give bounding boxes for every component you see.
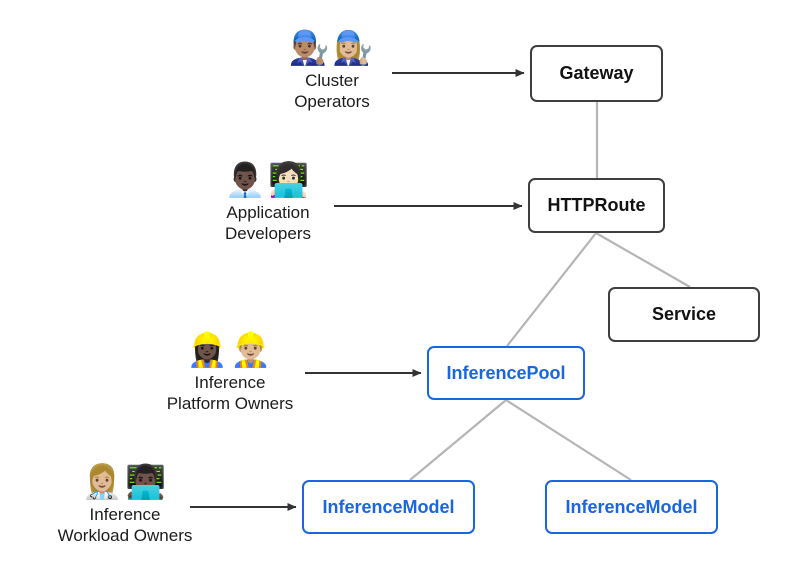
persona-label-line1: Inference — [194, 373, 266, 392]
node-label: Service — [651, 304, 717, 324]
node-label: InferenceModel — [322, 496, 455, 517]
persona-label-line2: Workload Owners — [57, 526, 193, 545]
node-label: InferencePool — [446, 362, 566, 383]
persona-label-line1: Application — [226, 203, 310, 222]
relation-httproute-service — [595, 232, 691, 288]
node-label: InferenceModel — [565, 496, 698, 517]
persona-emoji-icon: 👷🏿‍♀️👷🏼‍♂️ — [186, 331, 274, 368]
node-inferencemodel1[interactable]: InferenceModel — [302, 480, 475, 534]
relation-httproute-inferencepool — [506, 232, 597, 347]
node-inferencemodel2[interactable]: InferenceModel — [545, 480, 718, 534]
persona-label-line2: Operators — [294, 92, 370, 111]
persona-label-line2: Developers — [225, 224, 311, 243]
node-label: HTTPRoute — [547, 195, 646, 215]
persona-label-line2: Platform Owners — [166, 394, 294, 413]
persona-emoji-icon: 👨🏿‍💼👩🏻‍💻 — [224, 161, 312, 198]
node-service[interactable]: Service — [608, 287, 760, 342]
node-inferencepool[interactable]: InferencePool — [427, 346, 585, 400]
relation-inferencepool-inferencemodel2 — [505, 399, 632, 481]
persona-label-line1: Cluster — [305, 71, 359, 90]
persona-label-line1: Inference — [89, 505, 161, 524]
persona-emoji-icon: 👩🏼‍⚕️👨🏿‍💻 — [81, 463, 169, 500]
persona-arrows — [190, 69, 525, 511]
node-gateway[interactable]: Gateway — [530, 45, 663, 102]
persona-emoji-icon: 👨🏽‍🔧👩🏼‍🔧 — [288, 29, 376, 66]
node-httproute[interactable]: HTTPRoute — [528, 178, 665, 233]
node-label: Gateway — [559, 63, 634, 83]
relation-inferencepool-inferencemodel1 — [409, 399, 507, 481]
